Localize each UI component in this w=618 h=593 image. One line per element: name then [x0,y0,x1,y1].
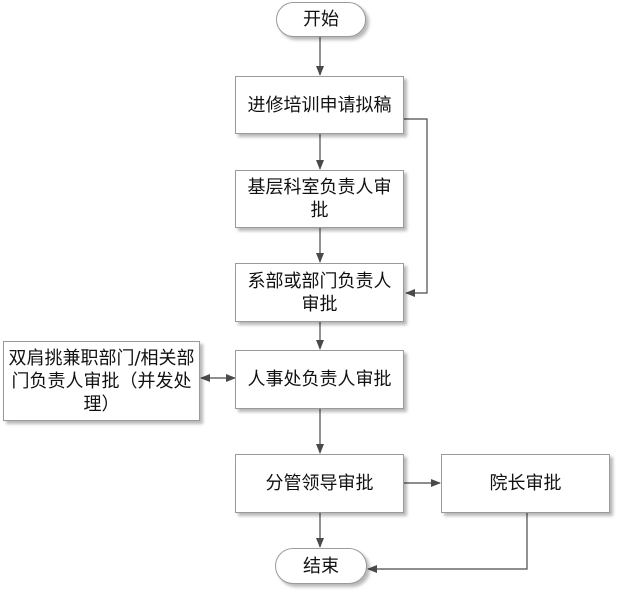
dept-head-label: 基层科室负责人审批 [247,177,392,221]
vp-label: 分管领导审批 [265,473,374,494]
dept-head-node: 基层科室负责人审批 [235,170,404,228]
draft-node: 进修培训申请拟稿 [235,76,404,134]
end-node: 结束 [275,548,367,584]
president-label: 院长审批 [489,473,562,494]
president-node: 院长审批 [441,454,610,513]
vp-node: 分管领导审批 [235,454,404,513]
hr-head-node: 人事处负责人审批 [235,350,404,409]
faculty-head-node: 系部或部门负责人审批 [235,263,404,322]
faculty-head-label: 系部或部门负责人审批 [247,270,392,315]
hr-head-label: 人事处负责人审批 [247,369,392,390]
joint-dept-label: 双肩挑兼职部门/相关部门负责人审批（并发处理） [8,347,195,415]
joint-dept-node: 双肩挑兼职部门/相关部门负责人审批（并发处理） [3,341,200,421]
arrow-draft-bypass-to-faculty-head [404,118,428,297]
end-label: 结束 [303,555,339,577]
start-label: 开始 [303,9,339,30]
start-node: 开始 [276,2,366,37]
draft-label: 进修培训申请拟稿 [247,94,392,116]
arrow-president-to-end [367,513,528,573]
